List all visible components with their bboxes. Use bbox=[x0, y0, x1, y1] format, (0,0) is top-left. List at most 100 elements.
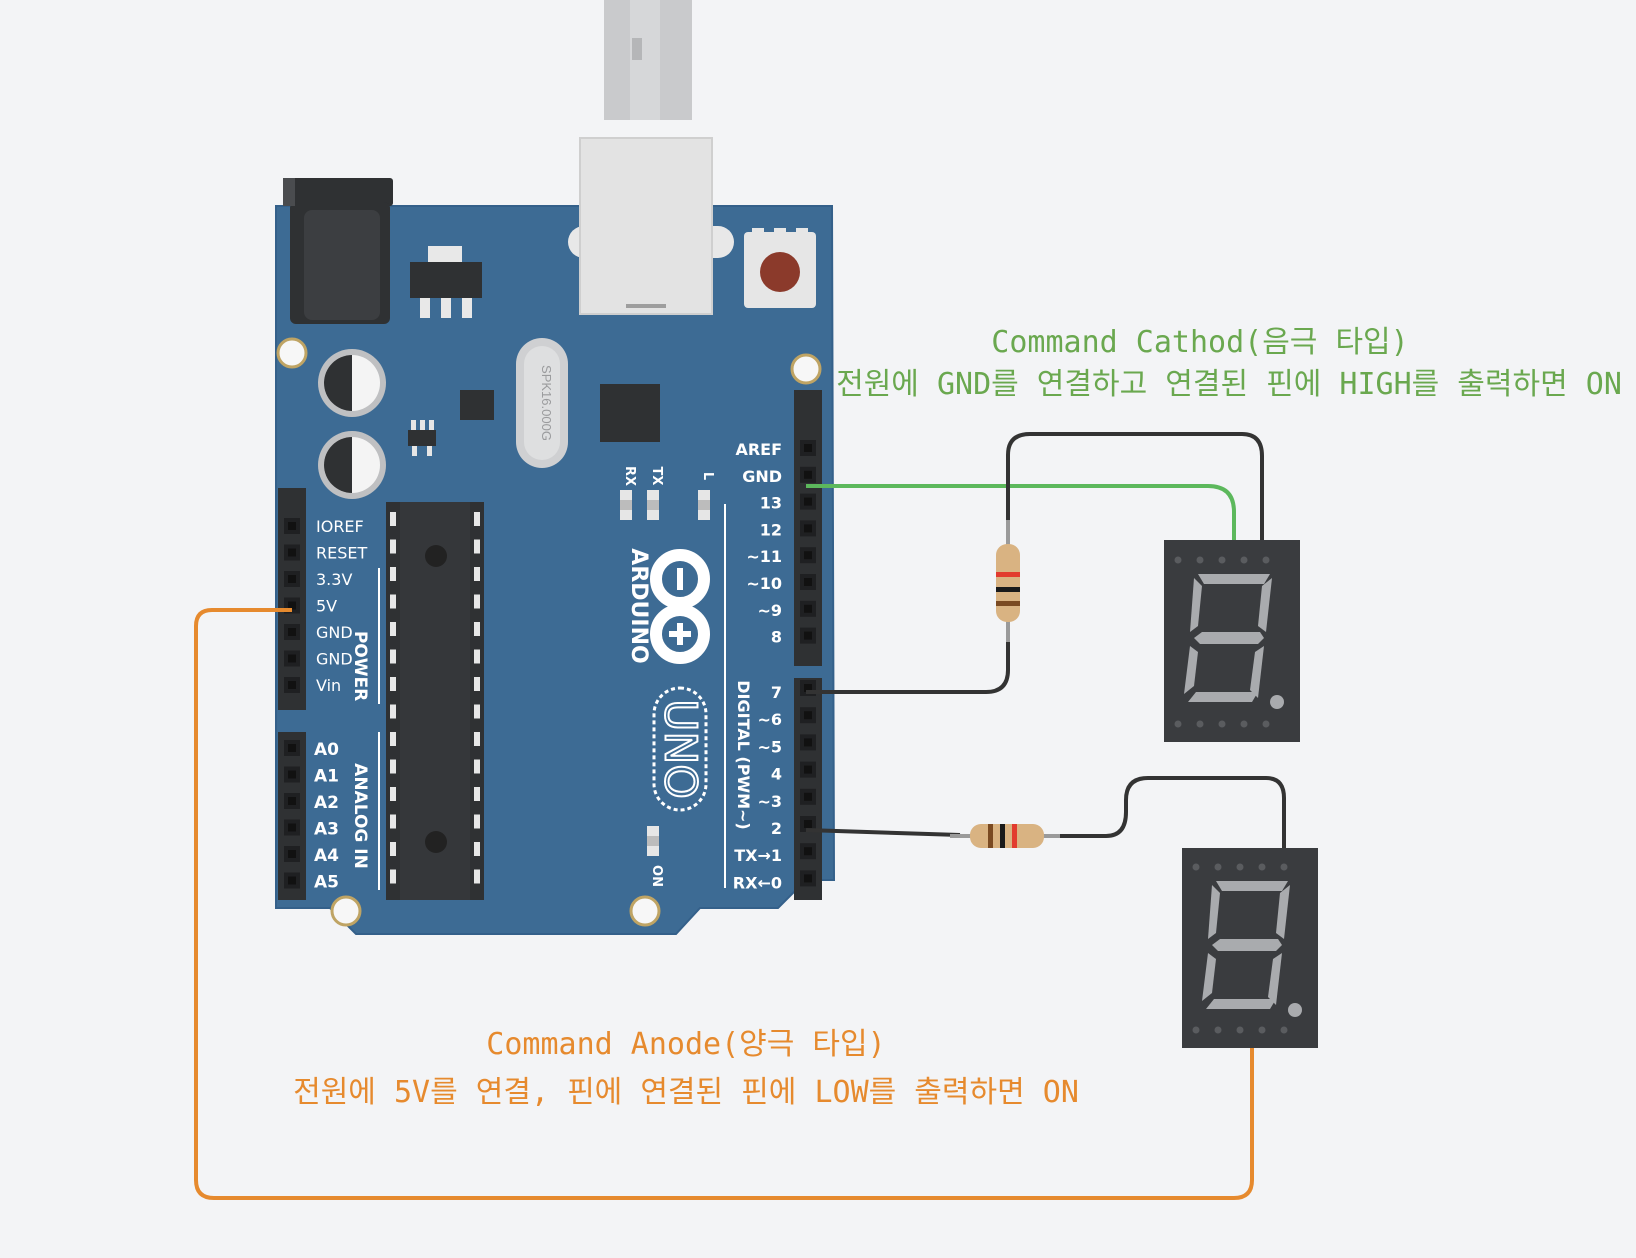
digital-pin-label: 12 bbox=[760, 520, 782, 539]
chip-pin bbox=[390, 539, 396, 554]
rx-led-label: RX bbox=[622, 466, 637, 486]
display-segment bbox=[1188, 692, 1258, 702]
power-pin-label: 3.3V bbox=[316, 570, 352, 589]
power-header-title: POWER bbox=[350, 631, 370, 701]
on-led: ON bbox=[647, 826, 664, 887]
digital-header-title: DIGITAL (PWM~) bbox=[734, 680, 753, 829]
chip-pin bbox=[390, 759, 396, 774]
chip-pin bbox=[474, 814, 480, 829]
display-pin bbox=[1236, 863, 1244, 871]
power-pin-label: RESET bbox=[316, 544, 367, 563]
chip-pin bbox=[474, 649, 480, 664]
chip-pin bbox=[390, 787, 396, 801]
mounting-hole bbox=[629, 895, 661, 927]
analog-pin-label: A1 bbox=[314, 767, 339, 787]
analog-header-title: ANALOG IN bbox=[350, 763, 370, 869]
digital-pin-label: 13 bbox=[760, 494, 782, 513]
chip-pin bbox=[390, 704, 396, 719]
uno-text: UNO bbox=[655, 699, 706, 799]
cathode-annotation: Command Cathod(음극 타입) 전원에 GND를 연결하고 연결된 … bbox=[836, 325, 1622, 402]
display-segment bbox=[1194, 632, 1264, 644]
chip-pin bbox=[474, 732, 480, 746]
display-segment bbox=[1198, 574, 1270, 584]
digital-pin-label: ~3 bbox=[757, 792, 782, 811]
display-pin bbox=[1214, 1026, 1222, 1034]
analog-pin-label: A2 bbox=[314, 793, 339, 813]
chip-pin bbox=[390, 814, 396, 829]
arduino-board: SPK16.000G RX TX L ON bbox=[275, 137, 836, 935]
chip-pin bbox=[474, 787, 480, 801]
seven-segment-display-cathode bbox=[1164, 540, 1300, 742]
voltage-regulator bbox=[410, 246, 482, 318]
chip-pin bbox=[390, 622, 396, 636]
display-pin bbox=[1240, 556, 1248, 564]
chip-pin bbox=[474, 842, 480, 856]
wire-cathode-segment bbox=[1006, 432, 1264, 540]
power-pin-label: GND bbox=[316, 623, 353, 642]
wires bbox=[194, 432, 1286, 1200]
display-pin bbox=[1192, 1026, 1200, 1034]
anode-annotation: Command Anode(양극 타입) 전원에 5V를 연결, 핀에 연결된 … bbox=[293, 1027, 1079, 1110]
arduino-logo: ARDUINO bbox=[626, 548, 710, 664]
digital-pin-label: 8 bbox=[771, 628, 782, 647]
display-pin bbox=[1236, 1026, 1244, 1034]
display-segment bbox=[1184, 646, 1198, 694]
digital-pin-label: ~6 bbox=[757, 710, 782, 729]
tx-led: TX bbox=[647, 467, 664, 520]
digital-pin-label: RX←0 bbox=[733, 873, 782, 892]
arduino-brand-text: ARDUINO bbox=[626, 548, 651, 663]
chip-pin bbox=[474, 677, 480, 691]
mounting-hole bbox=[330, 895, 362, 927]
chip-pin bbox=[474, 622, 480, 636]
display-pin bbox=[1218, 720, 1226, 728]
chip-pin bbox=[390, 842, 396, 856]
dc-power-jack bbox=[283, 178, 393, 324]
power-pin-label: 5V bbox=[316, 597, 337, 616]
digital-pin-label: ~9 bbox=[757, 601, 782, 620]
display-segment bbox=[1258, 578, 1272, 632]
analog-pin-label: A5 bbox=[314, 873, 339, 893]
display-segment bbox=[1208, 885, 1220, 939]
usb-interface-chip bbox=[600, 384, 660, 442]
anode-description: 전원에 5V를 연결, 핀에 연결된 핀에 LOW를 출력하면 ON bbox=[293, 1075, 1079, 1110]
display-pin bbox=[1240, 720, 1248, 728]
power-pin-label: IOREF bbox=[316, 517, 364, 536]
display-pin bbox=[1258, 863, 1266, 871]
capacitor bbox=[318, 431, 386, 499]
chip-pin bbox=[474, 704, 480, 719]
chip-pin bbox=[474, 869, 480, 884]
capacitor bbox=[318, 349, 386, 417]
usb-cable bbox=[604, 0, 692, 120]
analog-pin-label: A0 bbox=[314, 740, 339, 760]
display-pin bbox=[1214, 863, 1222, 871]
resistor-horizontal bbox=[950, 824, 1060, 848]
wire-pin2 bbox=[805, 828, 961, 837]
mounting-hole bbox=[790, 353, 822, 385]
anode-title: Command Anode(양극 타입) bbox=[486, 1027, 885, 1062]
tx-led-label: TX bbox=[649, 467, 664, 486]
chip-pin bbox=[390, 732, 396, 746]
digital-header: DIGITAL (PWM~) AREFGND1312~11~10~987~6~5… bbox=[724, 390, 822, 900]
display-segment bbox=[1206, 999, 1276, 1009]
resistor-vertical bbox=[996, 520, 1020, 642]
wire-anode-segment bbox=[1050, 776, 1286, 848]
chip-pin bbox=[390, 512, 396, 526]
display-segment bbox=[1276, 885, 1290, 939]
chip-pin bbox=[474, 539, 480, 554]
display-pin bbox=[1174, 556, 1182, 564]
analog-pin-label: A4 bbox=[314, 846, 339, 866]
l-led: L bbox=[698, 472, 715, 520]
wire-gnd bbox=[806, 484, 1236, 540]
analog-pin-label: A3 bbox=[314, 820, 339, 840]
mounting-hole bbox=[276, 337, 308, 369]
digital-pin-label: 2 bbox=[771, 819, 782, 838]
power-pin-label: GND bbox=[316, 650, 353, 669]
display-pin bbox=[1196, 556, 1204, 564]
digital-pin-label: TX→1 bbox=[734, 846, 782, 865]
usb-b-connector bbox=[568, 137, 734, 315]
display-pin bbox=[1262, 556, 1270, 564]
display-segment bbox=[1216, 881, 1288, 891]
